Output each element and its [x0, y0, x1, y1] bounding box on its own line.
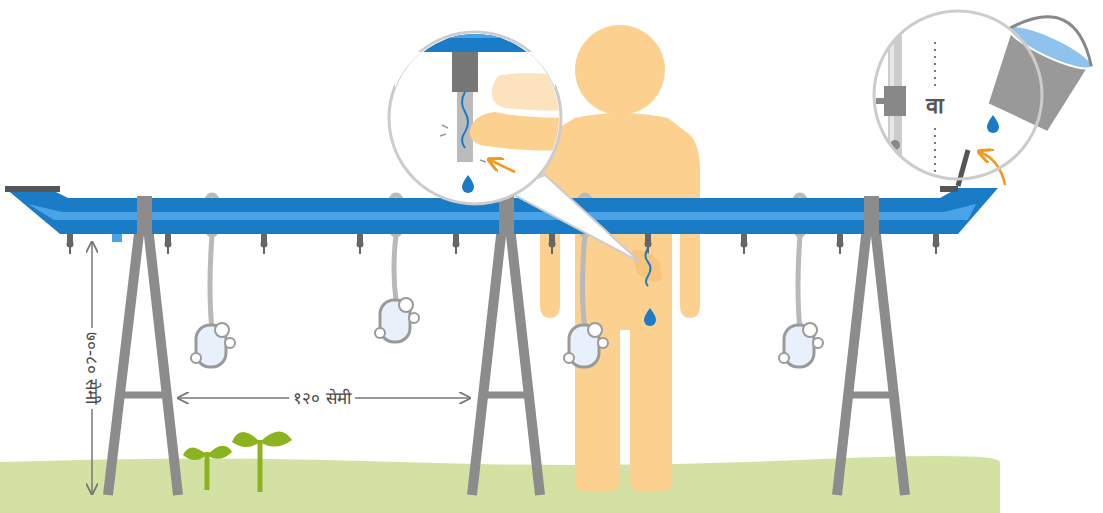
magnifier-filling	[868, 1, 1103, 197]
strap	[137, 196, 879, 236]
magnifier-nozzle	[385, 30, 640, 262]
nozzle	[67, 234, 940, 254]
stand	[108, 200, 905, 495]
sprout	[183, 431, 292, 492]
width-dimension: १२० सेमी	[289, 388, 354, 408]
magnifier-circle: वा	[872, 9, 1044, 181]
option-word: वा	[926, 94, 944, 118]
ground	[0, 456, 1000, 513]
height-dimension: ७०-८० सेमी	[82, 328, 102, 409]
circle-outline	[872, 9, 1044, 181]
dimension-line	[92, 242, 470, 494]
person	[540, 25, 700, 492]
